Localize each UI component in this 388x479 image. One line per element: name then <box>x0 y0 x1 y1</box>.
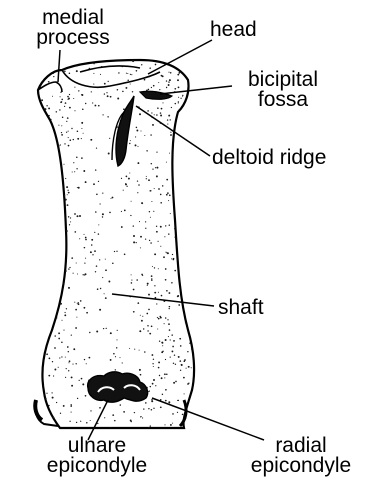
label-ulnare-epicondyle-line2: epicondyle <box>22 456 172 476</box>
label-medial-process: medial process <box>18 8 128 48</box>
label-bicipital-fossa-line2: fossa <box>228 90 338 110</box>
label-bicipital-fossa-line1: bicipital <box>228 70 338 90</box>
label-radial-epicondyle-line1: radial <box>226 436 376 456</box>
leader-head <box>148 40 212 74</box>
label-bicipital-fossa: bicipital fossa <box>228 70 338 110</box>
label-radial-epicondyle: radial epicondyle <box>226 436 376 476</box>
label-deltoid-ridge-text: deltoid ridge <box>212 148 326 168</box>
label-radial-epicondyle-line2: epicondyle <box>226 456 376 476</box>
label-head-text: head <box>210 20 257 40</box>
label-shaft-text: shaft <box>218 298 264 318</box>
label-head: head <box>210 20 257 40</box>
label-medial-process-line1: medial <box>18 8 128 28</box>
label-ulnare-epicondyle-line1: ulnare <box>22 436 172 456</box>
label-shaft: shaft <box>218 298 264 318</box>
label-ulnare-epicondyle: ulnare epicondyle <box>22 436 172 476</box>
label-deltoid-ridge: deltoid ridge <box>212 148 326 168</box>
label-medial-process-line2: process <box>18 28 128 48</box>
